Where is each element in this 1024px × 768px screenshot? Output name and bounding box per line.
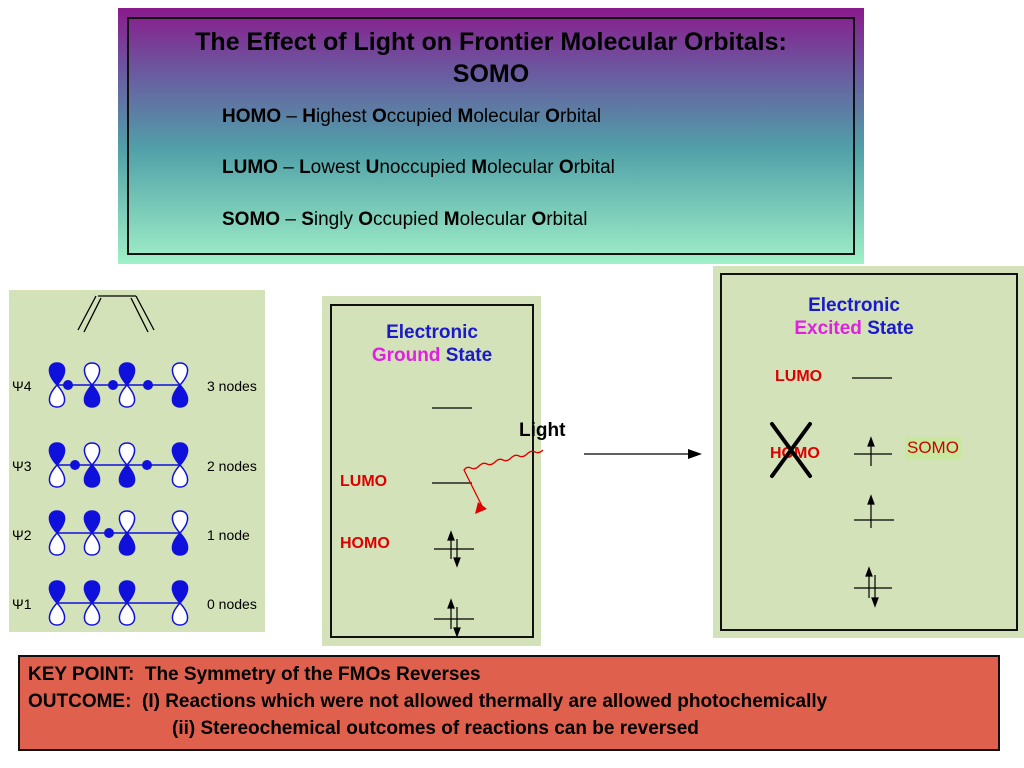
ground-heading-line1: Electronic bbox=[386, 322, 478, 343]
orbital-lobe-empty bbox=[48, 463, 66, 488]
orbital-lobe-empty bbox=[83, 442, 101, 467]
key-point-line1: KEY POINT: The Symmetry of the FMOs Reve… bbox=[28, 664, 481, 685]
excited-electron-somo bbox=[867, 436, 875, 466]
orbital-lobe-filled bbox=[171, 442, 189, 467]
definition-somo: SOMO – Singly Occupied Molecular Orbital bbox=[222, 209, 588, 230]
orbital-lobe-filled bbox=[118, 463, 136, 488]
title-box bbox=[118, 8, 864, 264]
node-dot bbox=[63, 380, 73, 390]
orbital-lobe-filled bbox=[48, 580, 66, 605]
slide-title-line2: SOMO bbox=[452, 60, 530, 88]
slide-title: The Effect of Light on Frontier Molecula… bbox=[195, 28, 787, 56]
excited-energy-levels bbox=[852, 377, 894, 589]
node-dot bbox=[108, 380, 118, 390]
crossed-out-mark bbox=[770, 422, 812, 478]
excited-electron-psi2 bbox=[867, 494, 875, 528]
orbital-lobe-filled bbox=[118, 531, 136, 556]
transition-arrow bbox=[584, 449, 702, 459]
orbital-lobe-empty bbox=[48, 601, 66, 626]
orbital-lobe-filled bbox=[171, 580, 189, 605]
psi4-label: Ψ4 bbox=[12, 378, 32, 394]
excited-lumo-label: LUMO bbox=[775, 368, 823, 385]
orbital-lobe-empty bbox=[83, 531, 101, 556]
psi2-nodes: 1 node bbox=[207, 527, 250, 543]
ground-state-panel-border bbox=[330, 304, 534, 638]
psi1-nodes: 0 nodes bbox=[207, 596, 257, 612]
definition-lumo: LUMO – Lowest Unoccupied Molecular Orbit… bbox=[222, 157, 615, 178]
key-point-line3: (ii) Stereochemical outcomes of reaction… bbox=[172, 718, 699, 739]
ground-state-panel bbox=[322, 296, 541, 646]
node-dot bbox=[142, 460, 152, 470]
somo-label: SOMO bbox=[905, 437, 961, 459]
orbital-lobe-empty bbox=[171, 510, 189, 535]
psi1-label: Ψ1 bbox=[12, 596, 32, 612]
light-arrowhead bbox=[475, 502, 487, 514]
orbital-lobe-filled bbox=[171, 383, 189, 408]
excited-heading-line2: Excited State bbox=[794, 318, 914, 339]
psi2-label: Ψ2 bbox=[12, 527, 32, 543]
excited-state-panel-border bbox=[720, 273, 1018, 631]
ground-electron-pair-homo bbox=[447, 530, 461, 568]
excited-electron-pair-psi1 bbox=[865, 566, 879, 608]
orbital-lobe-empty bbox=[171, 601, 189, 626]
excited-heading-line1: Electronic bbox=[808, 295, 900, 316]
mo-diagram-panel bbox=[9, 290, 265, 632]
orbital-lobe-empty bbox=[83, 601, 101, 626]
orbital-lobe-empty bbox=[118, 383, 136, 408]
definition-homo: HOMO – Highest Occupied Molecular Orbita… bbox=[222, 106, 602, 127]
orbital-lobe-filled bbox=[48, 442, 66, 467]
orbital-lobe-empty bbox=[48, 531, 66, 556]
psi4-nodes: 3 nodes bbox=[207, 378, 257, 394]
orbital-lobe-filled bbox=[48, 362, 66, 387]
key-point-box bbox=[18, 655, 1000, 751]
ground-energy-levels bbox=[432, 407, 474, 620]
butadiene-structure bbox=[77, 295, 155, 333]
ground-lumo-label: LUMO bbox=[340, 473, 388, 490]
orbital-lobe-empty bbox=[83, 362, 101, 387]
orbital-lobe-empty bbox=[171, 463, 189, 488]
orbital-lobe-empty bbox=[48, 383, 66, 408]
orbital-lobe-filled bbox=[118, 362, 136, 387]
orbital-lobe-filled bbox=[83, 510, 101, 535]
ground-homo-label: HOMO bbox=[340, 535, 390, 552]
ground-heading-line2: Ground State bbox=[371, 345, 493, 366]
orbital-lobe-empty bbox=[118, 601, 136, 626]
title-box-border bbox=[127, 17, 855, 255]
mo-orbital-rows bbox=[48, 362, 189, 626]
light-photon-arrow bbox=[463, 449, 544, 507]
psi3-nodes: 2 nodes bbox=[207, 458, 257, 474]
key-point-line2: OUTCOME: (I) Reactions which were not al… bbox=[28, 691, 828, 712]
ground-electron-pair-psi1 bbox=[447, 598, 461, 638]
orbital-lobe-filled bbox=[83, 463, 101, 488]
node-dot bbox=[104, 528, 114, 538]
orbital-lobe-filled bbox=[118, 580, 136, 605]
node-dot bbox=[70, 460, 80, 470]
psi3-label: Ψ3 bbox=[12, 458, 32, 474]
orbital-lobe-empty bbox=[118, 442, 136, 467]
orbital-lobe-filled bbox=[83, 580, 101, 605]
light-label: Light bbox=[519, 420, 566, 441]
orbital-lobe-empty bbox=[118, 510, 136, 535]
node-dot bbox=[143, 380, 153, 390]
orbital-lobe-filled bbox=[171, 531, 189, 556]
orbital-lobe-empty bbox=[171, 362, 189, 387]
orbital-lobe-filled bbox=[83, 383, 101, 408]
orbital-lobe-filled bbox=[48, 510, 66, 535]
